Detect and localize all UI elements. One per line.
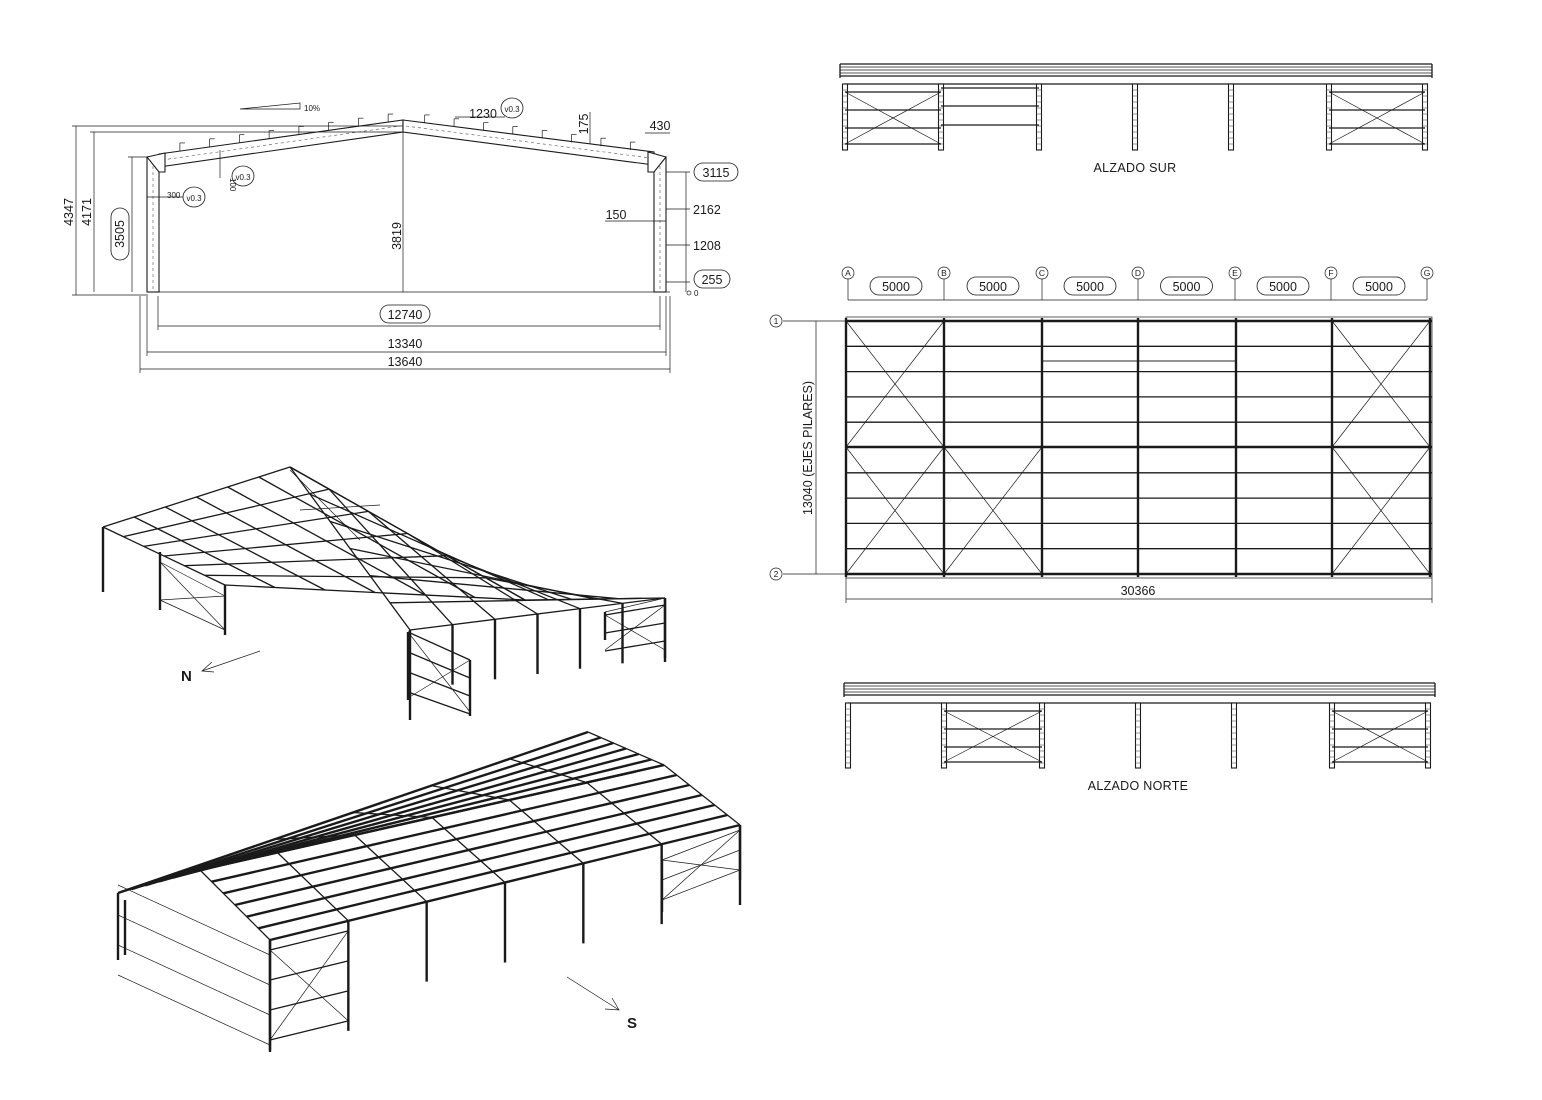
dim-purlin-spacing: 1230 <box>469 107 497 121</box>
dim-plan-depth: 13040 (EJES PILARES) <box>801 381 815 515</box>
bay-dim-2: 5000 <box>1076 280 1104 294</box>
callout-mid: v0.3 <box>235 173 251 182</box>
column-6 <box>1421 83 1429 151</box>
axis-label-5: F <box>1328 268 1333 278</box>
dim-ridge-height: 3819 <box>390 222 404 250</box>
axis-label-3: D <box>1135 268 1141 278</box>
purlin-marks <box>179 113 636 151</box>
bay-dim-3: 5000 <box>1173 280 1201 294</box>
south-elevation: ALZADO SUR <box>839 63 1433 175</box>
dim-plan-length: 30366 <box>1121 584 1156 598</box>
roof-plan: A B C D E F G 5000 5000 5000 5000 5000 5000 1 2 130… <box>769 266 1434 603</box>
level-1208: 1208 <box>693 239 721 253</box>
dim-ridge-axis-height: 4171 <box>80 198 94 226</box>
slope-label: 10% <box>304 104 320 113</box>
slope-indicator-icon <box>239 102 301 110</box>
portal-frame-section: 10% 3819 4347 4171 3505 <box>62 97 739 373</box>
isometric-view-south: S <box>116 730 742 1052</box>
column-3 <box>1131 83 1139 151</box>
column-1 <box>937 83 945 151</box>
right-column <box>653 156 667 293</box>
level-255: 255 <box>702 273 723 287</box>
north-arrow-icon <box>201 650 261 672</box>
north-elevation: ALZADO NORTE <box>843 682 1436 793</box>
column-4 <box>1230 702 1238 769</box>
level-2162: 2162 <box>693 203 721 217</box>
axis-label-6: G <box>1424 268 1431 278</box>
dim-total-height: 4347 <box>62 198 76 226</box>
column-1 <box>940 702 948 769</box>
column-6 <box>1424 702 1432 769</box>
bay-dim-5: 5000 <box>1365 280 1393 294</box>
callout-left: v0.3 <box>186 194 202 203</box>
callout-top: v0.3 <box>504 105 520 114</box>
axis-label-4: E <box>1232 268 1238 278</box>
dim-rafter-depth: 175 <box>577 114 591 135</box>
row-marker-2 <box>769 567 783 581</box>
column-5 <box>1325 83 1333 151</box>
bay-dim-1: 5000 <box>979 280 1007 294</box>
axis-label-1: B <box>941 268 947 278</box>
axis-label-0: A <box>845 268 851 278</box>
row-label-2: 2 <box>774 569 779 579</box>
north-label: N <box>181 668 192 685</box>
south-elevation-title: ALZADO SUR <box>1094 161 1177 175</box>
south-arrow-icon <box>566 976 620 1011</box>
column-0 <box>841 83 849 151</box>
right-rafter <box>402 119 655 166</box>
column-0 <box>844 702 852 769</box>
left-rafter <box>158 119 404 168</box>
south-label: S <box>627 1015 637 1032</box>
column-4 <box>1227 83 1235 151</box>
column-2 <box>1035 83 1043 151</box>
left-column <box>146 156 160 293</box>
dim-girt-offset: 150 <box>606 208 627 222</box>
dim-column-axes: 12740 <box>388 308 423 322</box>
bay-dim-4: 5000 <box>1269 280 1297 294</box>
column-5 <box>1328 702 1336 769</box>
row-label-1: 1 <box>774 316 779 326</box>
isometric-view-north: N <box>101 466 667 720</box>
level-zero: 0 <box>694 289 699 298</box>
column-2 <box>1038 702 1046 769</box>
axis-label-2: C <box>1039 268 1045 278</box>
label-100: 100 <box>228 178 237 192</box>
dim-eave-height: 3505 <box>113 220 127 248</box>
label-300: 300 <box>167 191 181 200</box>
column-3 <box>1134 702 1142 769</box>
north-elevation-title: ALZADO NORTE <box>1088 779 1189 793</box>
row-marker-1 <box>769 314 783 328</box>
bay-dim-0: 5000 <box>882 280 910 294</box>
dim-overall-width: 13640 <box>388 355 423 369</box>
dim-outer-width: 13340 <box>388 337 423 351</box>
level-3115: 3115 <box>703 166 730 180</box>
dim-haunch: 430 <box>650 119 671 133</box>
